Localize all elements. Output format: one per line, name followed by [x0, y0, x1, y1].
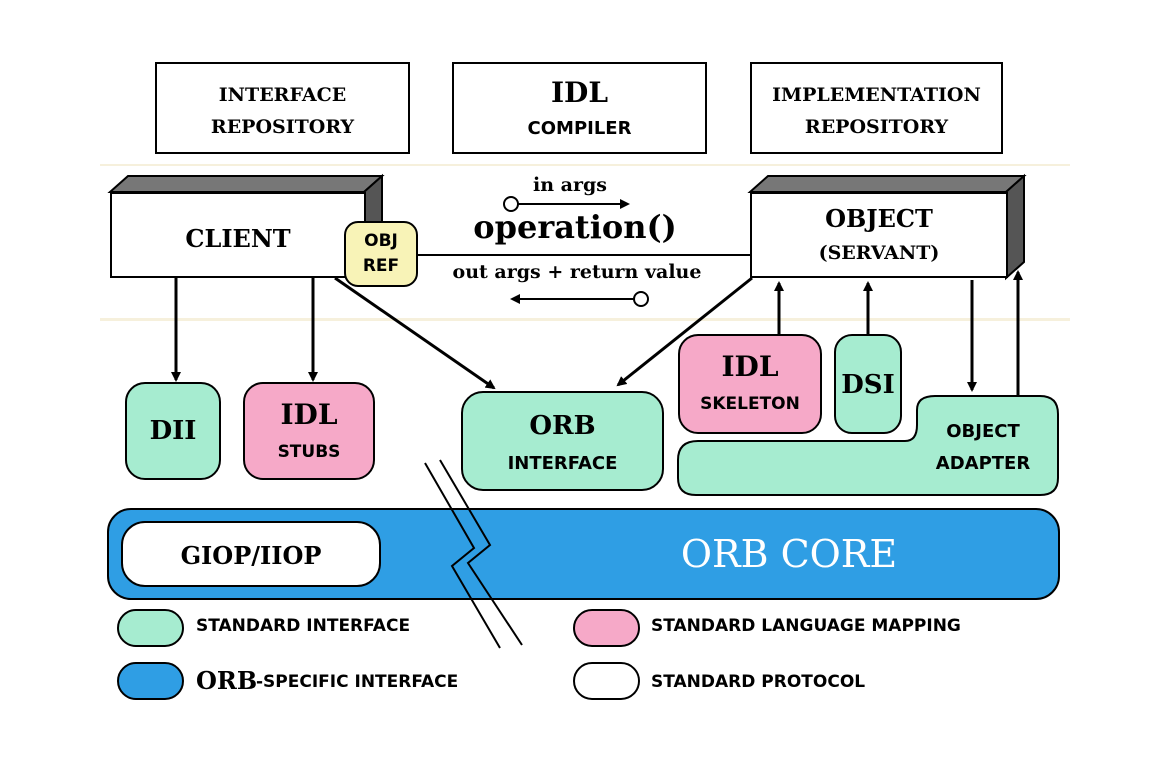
idl-compiler-line1: IDL	[550, 76, 609, 109]
interface-repository-line2: REPOSITORY	[210, 116, 355, 138]
idl-stubs-line1: IDL	[280, 398, 338, 431]
out-args-label: out args + return value	[452, 261, 702, 283]
orb-core-label: ORB CORE	[680, 532, 898, 576]
object-label: OBJECT	[825, 204, 933, 233]
legend-label-orb-prefix: ORB	[196, 666, 258, 695]
idl-stubs-line2: STUBS	[277, 442, 341, 462]
guide-line-middle	[100, 318, 1070, 321]
implementation-repository-box: IMPLEMENTATION REPOSITORY	[750, 62, 1003, 154]
legend-swatch-language-mapping	[573, 609, 640, 647]
operation-label: operation()	[473, 208, 677, 246]
legend-swatch-standard-interface	[117, 609, 184, 647]
obj-ref-line1: OBJ	[364, 231, 398, 251]
implementation-repository-line2: REPOSITORY	[804, 116, 949, 138]
object-3d-edge	[747, 173, 1027, 281]
idl-skeleton-line1: IDL	[721, 350, 779, 383]
obj-ref-badge: OBJ REF	[344, 221, 418, 287]
idl-compiler-line2: COMPILER	[527, 118, 632, 139]
legend-label-standard-interface: STANDARD INTERFACE	[196, 616, 411, 636]
giop-iiop-box: GIOP/IIOP	[121, 521, 381, 587]
client-label: CLIENT	[185, 224, 291, 253]
object-adapter-line2: ADAPTER	[935, 453, 1031, 474]
idl-skeleton-box: IDL SKELETON	[678, 334, 822, 434]
legend-label-standard-protocol: STANDARD PROTOCOL	[651, 672, 866, 692]
interface-repository-line1: INTERFACE	[218, 84, 347, 106]
dii-label: DII	[149, 416, 197, 446]
idl-compiler-box: IDL COMPILER	[452, 62, 707, 154]
idl-skeleton-line2: SKELETON	[700, 394, 800, 414]
dsi-box: DSI	[834, 334, 902, 434]
orb-interface-line2: INTERFACE	[507, 453, 618, 474]
idl-stubs-box: IDL STUBS	[243, 382, 375, 480]
dsi-label: DSI	[841, 370, 895, 400]
object-to-orb-interface-arrow	[616, 276, 753, 387]
servant-label: (SERVANT)	[818, 242, 940, 264]
implementation-repository-line1: IMPLEMENTATION	[772, 84, 981, 106]
orb-interface-box: ORB INTERFACE	[461, 391, 664, 491]
in-args-arrow	[503, 196, 630, 212]
legend-label-language-mapping: STANDARD LANGUAGE MAPPING	[651, 616, 961, 636]
client-box: CLIENT	[110, 192, 366, 278]
obj-ref-line2: REF	[362, 256, 400, 276]
legend-swatch-standard-protocol	[573, 662, 640, 700]
orb-interface-line1: ORB	[529, 411, 596, 441]
object-adapter-line1: OBJECT	[946, 421, 1020, 442]
object-servant-box: OBJECT (SERVANT)	[750, 192, 1008, 278]
in-args-label: in args	[533, 174, 607, 196]
legend-swatch-orb-specific	[117, 662, 184, 700]
guide-line-top	[100, 164, 1070, 166]
dii-box: DII	[125, 382, 221, 480]
giop-iiop-label: GIOP/IIOP	[180, 541, 322, 570]
interface-repository-box: INTERFACE REPOSITORY	[155, 62, 410, 154]
out-args-arrow	[510, 291, 649, 307]
legend-label-orb-specific: -SPECIFIC INTERFACE	[256, 672, 459, 692]
client-to-orb-interface-arrow	[334, 276, 496, 390]
